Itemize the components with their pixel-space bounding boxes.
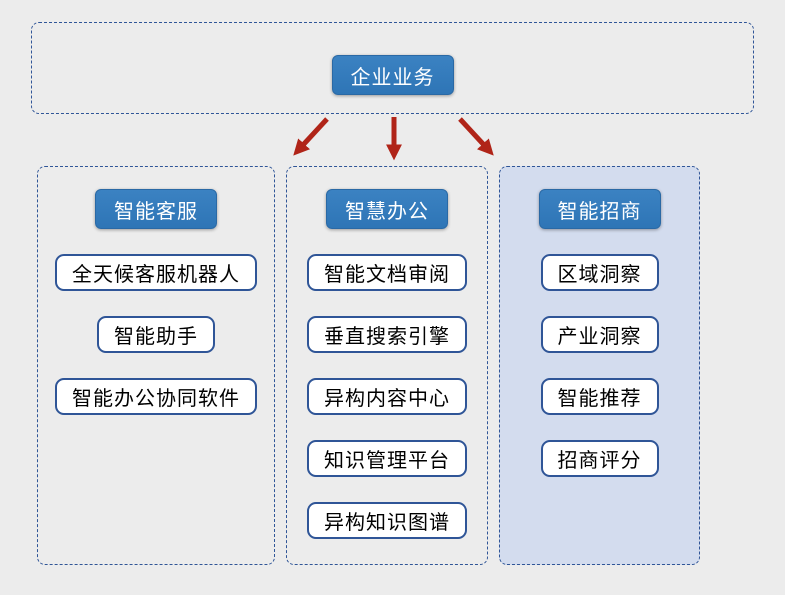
- root-group-box: 企业业务: [31, 22, 754, 114]
- column-smart-investment: 智能招商 区域洞察 产业洞察 智能推荐 招商评分: [499, 166, 700, 565]
- arrow-left-icon: [293, 117, 329, 156]
- diagram-node: 异构知识图谱: [307, 502, 467, 539]
- diagram-node: 智能助手: [97, 316, 215, 353]
- diagram-node: 知识管理平台: [307, 440, 467, 477]
- diagram-node: 全天候客服机器人: [55, 254, 257, 291]
- column-smart-office: 智慧办公 智能文档审阅 垂直搜索引擎 异构内容中心 知识管理平台 异构知识图谱: [286, 166, 488, 565]
- diagram-node: 区域洞察: [540, 254, 659, 291]
- column-header-node: 智慧办公: [326, 189, 448, 229]
- diagram-node: 智能文档审阅: [307, 254, 467, 291]
- diagram-node: 产业洞察: [540, 316, 659, 353]
- column-header-node: 智能招商: [538, 189, 661, 229]
- branch-arrows: [293, 117, 494, 161]
- diagram-node: 智能推荐: [540, 378, 659, 415]
- column-header-node: 智能客服: [95, 189, 217, 229]
- diagram-node: 智能办公协同软件: [55, 378, 257, 415]
- root-node: 企业业务: [331, 55, 454, 95]
- diagram-node: 异构内容中心: [307, 378, 467, 415]
- arrow-right-icon: [458, 117, 494, 156]
- diagram-node: 垂直搜索引擎: [307, 316, 467, 353]
- diagram-node: 招商评分: [540, 440, 659, 477]
- column-intelligent-customer-service: 智能客服 全天候客服机器人 智能助手 智能办公协同软件: [37, 166, 275, 565]
